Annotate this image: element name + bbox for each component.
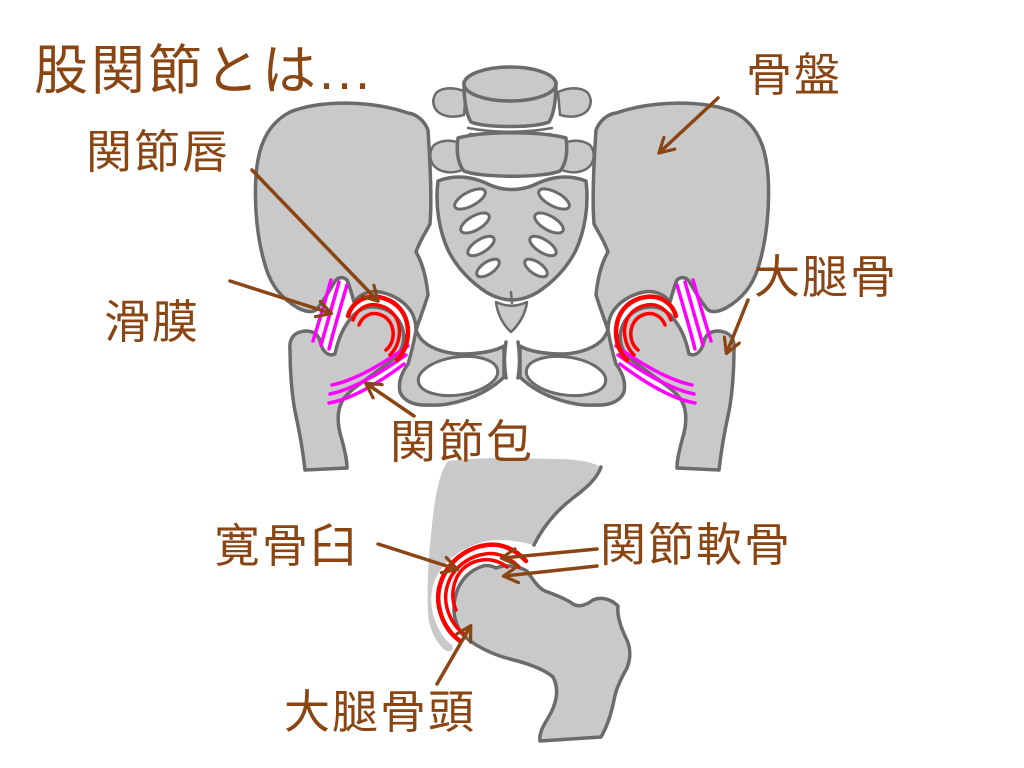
sacral-foramina bbox=[453, 187, 501, 279]
acetabulum-edge-line bbox=[532, 465, 603, 547]
synovium-arrow bbox=[228, 279, 334, 319]
inset-joint-closeup bbox=[427, 458, 632, 743]
hip-bone bbox=[253, 101, 506, 407]
label-joint-capsule: 関節包 bbox=[390, 416, 534, 468]
page-title: 股関節とは... bbox=[34, 41, 374, 101]
label-synovium: 滑膜 bbox=[104, 296, 200, 348]
femur-arrow bbox=[722, 298, 750, 356]
label-femoral-head: 大腿骨頭 bbox=[284, 686, 476, 738]
label-femur: 大腿骨 bbox=[754, 251, 898, 303]
pelvis-arrow bbox=[657, 96, 720, 155]
label-articular-cartilage: 関節軟骨 bbox=[600, 519, 792, 571]
acetabulum-arrow bbox=[376, 542, 460, 575]
pubic-symphysis bbox=[502, 340, 522, 380]
sacrum-bone bbox=[435, 175, 589, 302]
label-labrum: 関節唇 bbox=[86, 126, 230, 178]
articular-cartilage-arrow-lower bbox=[501, 564, 599, 585]
femoral-head-bone bbox=[452, 563, 632, 743]
labrum-arrow bbox=[250, 168, 380, 303]
articular-cartilage-arrow-upper bbox=[499, 547, 599, 567]
coccyx-bone bbox=[494, 300, 529, 334]
labrum-arcs bbox=[345, 294, 411, 363]
pelvis-illustration bbox=[253, 65, 768, 472]
lumbar-vertebrae bbox=[429, 65, 595, 178]
coccyx-line bbox=[509, 290, 514, 305]
hip-bone-and-femur-left bbox=[253, 101, 506, 472]
label-acetabulum: 寛骨臼 bbox=[214, 520, 358, 572]
obturator-foramen bbox=[416, 354, 500, 398]
femoral-head-arrow bbox=[435, 624, 473, 686]
annotation-arrows bbox=[228, 96, 750, 686]
label-pelvis: 骨盤 bbox=[746, 49, 842, 101]
acetabulum-bone bbox=[427, 458, 601, 652]
joint-capsule-arrow bbox=[364, 381, 416, 418]
